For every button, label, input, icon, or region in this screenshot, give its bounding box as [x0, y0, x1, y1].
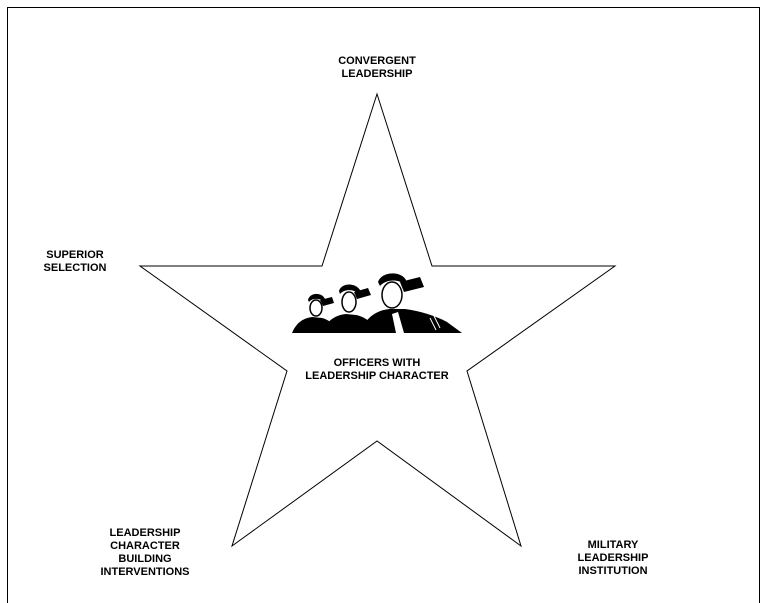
military-leadership-institution-label: MILITARY LEADERSHIP INSTITUTION [577, 539, 649, 577]
three-saluting-officers-icon [292, 273, 462, 333]
diagram-frame [7, 7, 760, 603]
convergent-leadership-label: CONVERGENT LEADERSHIP [338, 55, 416, 80]
leadership-character-building-label: LEADERSHIP CHARACTER BUILDING INTERVENTI… [100, 527, 190, 578]
center-officers-label: OFFICERS WITH LEADERSHIP CHARACTER [305, 357, 449, 382]
officer-right-figure [360, 273, 462, 333]
superior-selection-label: SUPERIOR SELECTION [43, 249, 107, 274]
